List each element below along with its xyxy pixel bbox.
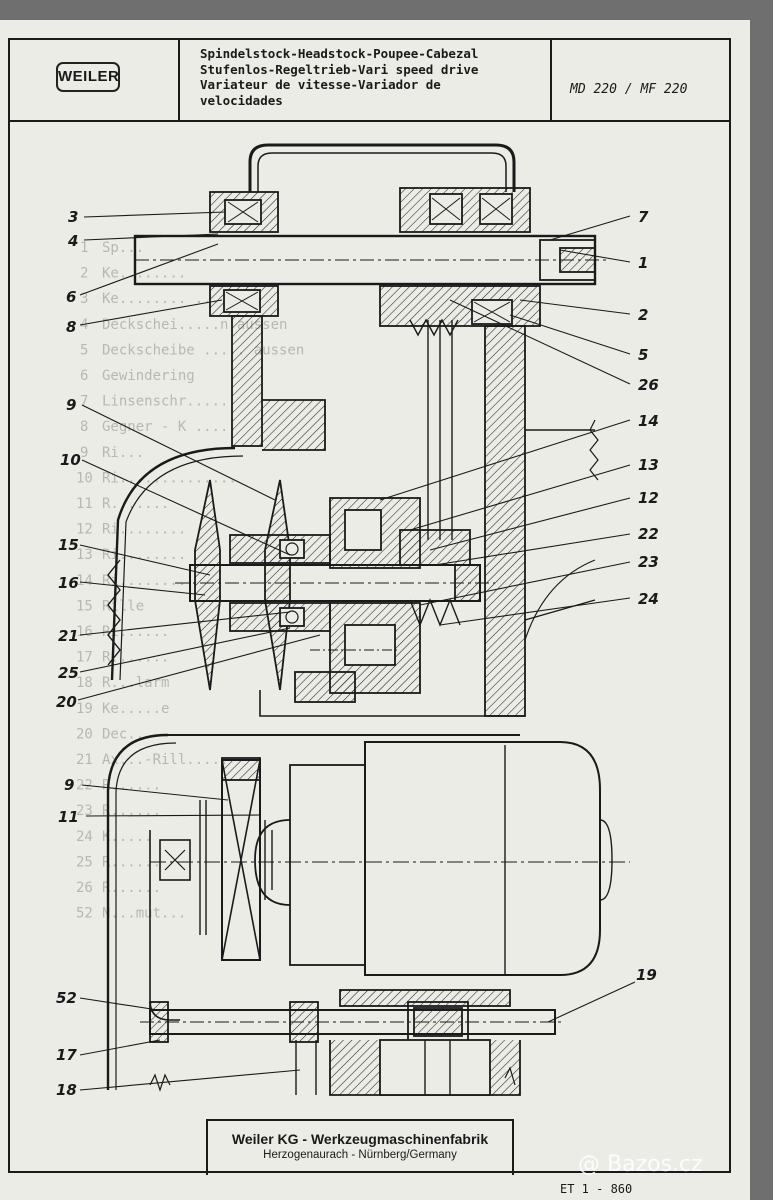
ghost-list-text: Ri........ xyxy=(102,522,186,538)
ghost-list-text: Ax...-Rill..... xyxy=(102,752,228,768)
ghost-list-number: 3 xyxy=(80,291,88,307)
motor-assembly xyxy=(106,733,630,1096)
label-25: 25 xyxy=(58,664,79,682)
ghost-list-number: 11 xyxy=(76,496,93,512)
label-15: 15 xyxy=(58,536,79,554)
drawing-frame: WEILER Spindelstock-Headstock-Poupee-Cab… xyxy=(8,38,731,1175)
ghost-list-number: 17 xyxy=(76,650,93,666)
ghost-list-number: 19 xyxy=(76,701,93,717)
ghost-list-number: 13 xyxy=(76,547,93,563)
ghost-list-number: 7 xyxy=(80,394,88,410)
ghost-list-text: K..... xyxy=(102,829,153,845)
ghost-list-text: Ri...... xyxy=(102,624,169,640)
company-name: Weiler KG - Werkzeugmaschinenfabrik xyxy=(231,1131,489,1147)
label-22: 22 xyxy=(638,525,659,543)
title-block: WEILER Spindelstock-Headstock-Poupee-Cab… xyxy=(10,40,729,122)
ghost-list-number: 23 xyxy=(76,803,93,819)
label-52: 52 xyxy=(56,989,77,1007)
label-11: 11 xyxy=(58,808,79,826)
ghost-list-text: Ri........ xyxy=(102,547,186,563)
label-16: 16 xyxy=(58,574,79,592)
ghost-list-number: 18 xyxy=(76,675,93,691)
label-2: 2 xyxy=(638,306,648,324)
label-9-top: 9 xyxy=(66,396,76,414)
ghost-list-text: Ke........ xyxy=(102,266,186,282)
ghost-list-number: 5 xyxy=(80,342,88,358)
ghost-list-text: Sp... xyxy=(102,240,144,256)
title-line-3: Variateur de vitesse-Variador de xyxy=(200,77,441,92)
ghost-list-text: Linsenschr..... xyxy=(102,394,228,410)
ghost-list-text: R...... xyxy=(102,778,161,794)
label-20: 20 xyxy=(56,693,77,711)
label-13: 13 xyxy=(638,456,659,474)
label-3: 3 xyxy=(68,208,78,226)
label-21: 21 xyxy=(58,627,79,645)
title-line-4: velocidades xyxy=(200,92,283,108)
document-number: ET 1 - 860 xyxy=(560,1182,633,1196)
label-1: 1 xyxy=(638,254,648,272)
label-17: 17 xyxy=(56,1046,77,1064)
ghost-list-number: 9 xyxy=(80,445,88,461)
label-6: 6 xyxy=(66,288,76,306)
ghost-list-number: 1 xyxy=(80,240,88,256)
label-8: 8 xyxy=(66,318,76,336)
bazos-watermark: @ Bazos.cz xyxy=(578,1152,703,1177)
label-10: 10 xyxy=(60,451,81,469)
ghost-list-number: 20 xyxy=(76,726,93,742)
label-24: 24 xyxy=(638,590,659,608)
title-line-2: Stufenlos-Regeltrieb-Vari speed drive xyxy=(200,61,479,77)
company-address: Herzogenaurach - Nürnberg/Germany xyxy=(263,1149,457,1161)
ghost-list-text: R...... xyxy=(102,803,161,819)
label-19: 19 xyxy=(636,966,657,984)
title-cell: Spindelstock-Headstock-Poupee-Cabezal St… xyxy=(180,40,552,120)
leader-lines xyxy=(77,211,636,1091)
ghost-list-number: 26 xyxy=(76,880,93,896)
ghost-list-text: R...... xyxy=(102,880,161,896)
ghost-list-text: Gewindering xyxy=(102,368,195,384)
label-18: 18 xyxy=(56,1081,77,1099)
ghost-list-number: 25 xyxy=(76,854,93,870)
ghost-list-number: 6 xyxy=(80,368,88,384)
part-labels: 3 4 6 8 9 10 15 16 21 25 20 7 1 2 5 26 1… xyxy=(56,208,659,1099)
ghost-list-number: 12 xyxy=(76,522,93,538)
ghost-list-number: 8 xyxy=(80,419,88,435)
title-line-1: Spindelstock-Headstock-Poupee-Cabezal xyxy=(200,46,479,61)
weiler-logo: WEILER xyxy=(56,62,120,92)
label-4: 4 xyxy=(67,232,78,250)
ghost-list-number: 14 xyxy=(76,573,93,589)
ghost-list-number: 15 xyxy=(76,598,93,614)
ghost-list-text: N...mut... xyxy=(102,906,186,922)
ghost-list-number: 10 xyxy=(76,470,93,486)
ghost-list-text: R....... xyxy=(102,650,169,666)
label-12: 12 xyxy=(638,489,659,507)
ghost-list-text: Ke.....e xyxy=(102,701,169,717)
label-26: 26 xyxy=(638,376,659,394)
label-5: 5 xyxy=(638,346,648,364)
ghost-list-text: Ri... xyxy=(102,445,144,461)
model-number: MD 220 / MF 220 xyxy=(570,82,688,97)
ghost-list-number: 24 xyxy=(76,829,93,845)
ghost-list-number: 16 xyxy=(76,624,93,640)
logo-cell: WEILER xyxy=(10,40,180,120)
ghost-list-text: Deckscheibe ..... aussen xyxy=(102,342,304,358)
ghost-list-text: Gegner - K ..... xyxy=(102,419,237,435)
ghost-list-text: R....... xyxy=(102,496,169,512)
footer-block: Weiler KG - Werkzeugmaschinenfabrik Herz… xyxy=(206,1119,514,1175)
label-9-bottom: 9 xyxy=(64,776,74,794)
label-23: 23 xyxy=(638,553,659,571)
ghost-list-text: R...larm xyxy=(102,675,169,691)
spindle-assembly xyxy=(107,143,610,717)
ghost-list-text: R...... xyxy=(102,854,161,870)
ghost-list-number: 21 xyxy=(76,752,93,768)
label-14: 14 xyxy=(638,412,659,430)
ghost-list-text: Dec... xyxy=(102,726,153,742)
ghost-list-text: Ri.............. xyxy=(102,470,237,486)
label-7: 7 xyxy=(638,208,649,226)
ghost-list-number: 52 xyxy=(76,906,93,922)
ghost-list-number: 2 xyxy=(80,266,88,282)
